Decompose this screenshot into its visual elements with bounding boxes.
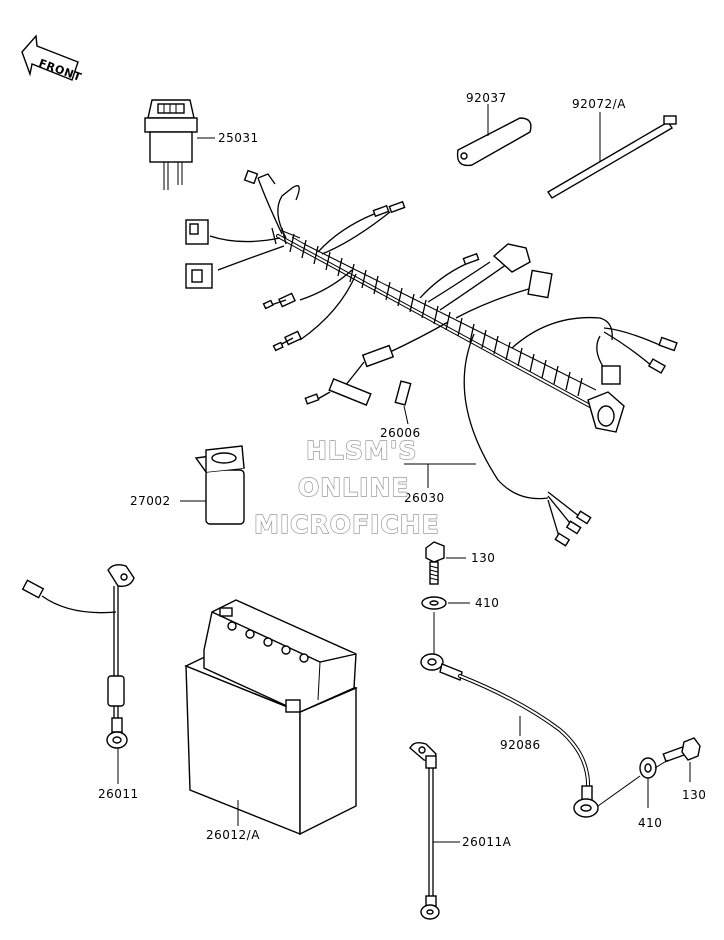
label-92037: 92037: [466, 91, 507, 105]
washer-410-upper[interactable]: [421, 596, 447, 610]
watermark: HLSM'S ONLINE MICROFICHE: [253, 435, 440, 539]
battery-26012a[interactable]: [184, 599, 358, 836]
label-27002: 27002: [130, 494, 171, 508]
label-130-upper: 130: [471, 551, 495, 565]
bolt-130-upper[interactable]: [425, 541, 445, 585]
battery-cable-92086[interactable]: [420, 653, 599, 818]
label-25031: 25031: [218, 131, 259, 145]
watermark-line3: MICROFICHE: [254, 510, 440, 539]
watermark-line1: HLSM'S: [306, 436, 417, 465]
label-26011: 26011: [98, 787, 139, 801]
label-26030: 26030: [404, 491, 445, 505]
front-arrow-icon: FRONT: [21, 34, 83, 84]
label-26012a: 26012/A: [206, 828, 260, 842]
cable-tie-92072a[interactable]: [547, 115, 677, 199]
lead-26011a[interactable]: [409, 741, 440, 920]
label-92072a: 92072/A: [572, 97, 626, 111]
hour-meter-25031[interactable]: [144, 99, 198, 190]
watermark-line2: ONLINE: [298, 473, 409, 502]
relay-27002[interactable]: [194, 445, 245, 525]
main-wiring-harness-26030[interactable]: [185, 169, 678, 547]
label-26011a: 26011A: [462, 835, 512, 849]
label-410-upper: 410: [475, 596, 499, 610]
clamp-92037[interactable]: [456, 117, 532, 167]
lead-26011[interactable]: [21, 563, 135, 749]
bolt-130-lower[interactable]: [662, 737, 701, 763]
label-130-lower: 130: [682, 788, 706, 802]
label-92086: 92086: [500, 738, 541, 752]
fuse-26006[interactable]: [394, 380, 412, 406]
label-26006: 26006: [380, 426, 421, 440]
washer-410-lower[interactable]: [639, 757, 657, 779]
label-410-lower: 410: [638, 816, 662, 830]
